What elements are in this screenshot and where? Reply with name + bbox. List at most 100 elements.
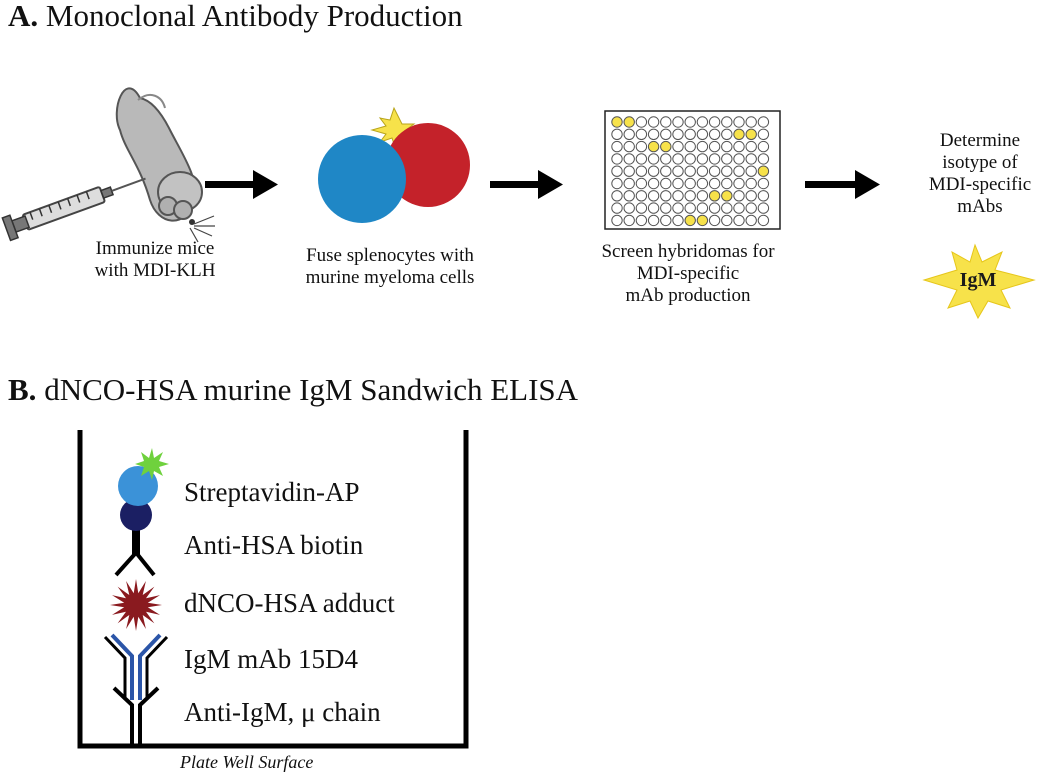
arrow-icon [490,170,563,199]
panel-a-title: A. Monoclonal Antibody Production [8,0,463,34]
plate-well [757,190,770,202]
step-3-caption: Screen hybridomas for MDI-specific mAb p… [578,241,798,307]
panel-a-letter: A. [8,0,39,33]
step-3-line-2: MDI-specific [636,263,740,284]
layer-label-adduct: dNCO-HSA adduct [184,588,395,618]
plate-well [733,116,745,128]
plate-well [672,128,684,141]
plate-well [611,128,623,141]
plate-well [684,165,696,177]
plate-well [696,140,709,153]
plate-well [708,165,721,177]
plate-well [745,140,757,153]
plate-well-surface-label: Plate Well Surface [180,752,314,772]
step-4-caption: Determine isotype of MDI-specific mAbs [922,130,1038,218]
plate-well [660,128,672,141]
plate-well [672,214,684,227]
plate-well [660,177,672,190]
plate-well [684,140,696,153]
panel-b-letter: B. [8,372,37,407]
plate-well [647,177,660,190]
plate-well [745,116,757,128]
igm-mab-outline [103,635,169,700]
mouse-icon [115,87,215,243]
plate-well [708,128,721,141]
plate-well [745,190,757,202]
plate-well [745,214,757,227]
plate-well [672,140,684,153]
plate-well [733,140,745,153]
plate-well [684,202,696,214]
positive-well [647,140,660,153]
plate-well [733,214,745,227]
plate-well [660,153,672,165]
igm-star-icon [922,243,1036,320]
plate-well [635,165,648,177]
plate-well [635,177,648,190]
plate-well [733,177,745,190]
plate-well [684,190,696,202]
layer-label-igm: IgM mAb 15D4 [184,644,358,674]
plate-well [757,153,770,165]
anti-igm-antibody-icon [112,686,160,746]
plate-well [745,153,757,165]
plate-well [696,190,709,202]
plate-well [672,153,684,165]
step-2-line-1: Fuse splenocytes with [306,245,474,266]
plate-well [757,202,770,214]
plate-well [623,128,635,141]
plate-well [660,116,672,128]
step-4-line-3: MDI-specific [928,174,1032,195]
step-4-line-4: mAbs [957,196,1003,217]
anti-hsa-antibody-icon [114,530,156,577]
plate-well [757,128,770,141]
plate-well [721,153,733,165]
plate-well [708,214,721,227]
plate-well [635,116,648,128]
plate-well [721,165,733,177]
plate-well-outline [77,430,469,749]
plate-well [623,202,635,214]
myeloma-cell-icon [386,123,470,207]
plate-well [696,128,709,141]
plate-well [721,202,733,214]
plate-well [672,116,684,128]
plate-well [757,177,770,190]
plate-well [623,140,635,153]
step-4-line-1: Determine [939,130,1021,151]
plate-well [660,202,672,214]
step-3-line-1: Screen hybridomas for [601,241,775,262]
igm-mab-icon [110,633,162,700]
plate-well [611,165,623,177]
positive-well [733,128,745,141]
panel-b-title: B. dNCO-HSA murine IgM Sandwich ELISA [8,372,578,408]
plate-well [647,128,660,141]
step-1-caption: Immunize mice with MDI-KLH [80,238,230,282]
plate-well [611,140,623,153]
plate-well [684,128,696,141]
plate-well [647,153,660,165]
arrow-icon [805,170,880,199]
plate-well [696,116,709,128]
plate-well [745,177,757,190]
plate-well [684,116,696,128]
plate-well [733,165,745,177]
plate-well [623,214,635,227]
plate-well [611,153,623,165]
step-3-line-3: mAb production [625,285,751,306]
plate-well [647,190,660,202]
plate-well [611,190,623,202]
plate-well [708,140,721,153]
plate-well [623,190,635,202]
syringe-icon [1,177,146,242]
layer-label-streptavidin: Streptavidin-AP [184,477,360,507]
plate-well [611,214,623,227]
plate-well [660,165,672,177]
step-1-line-1: Immunize mice [95,238,215,259]
panel-a-title-text: Monoclonal Antibody Production [45,0,463,33]
positive-well [660,140,672,153]
plate-well [672,202,684,214]
plate-well [684,177,696,190]
plate-well [733,153,745,165]
plate-well [647,116,660,128]
